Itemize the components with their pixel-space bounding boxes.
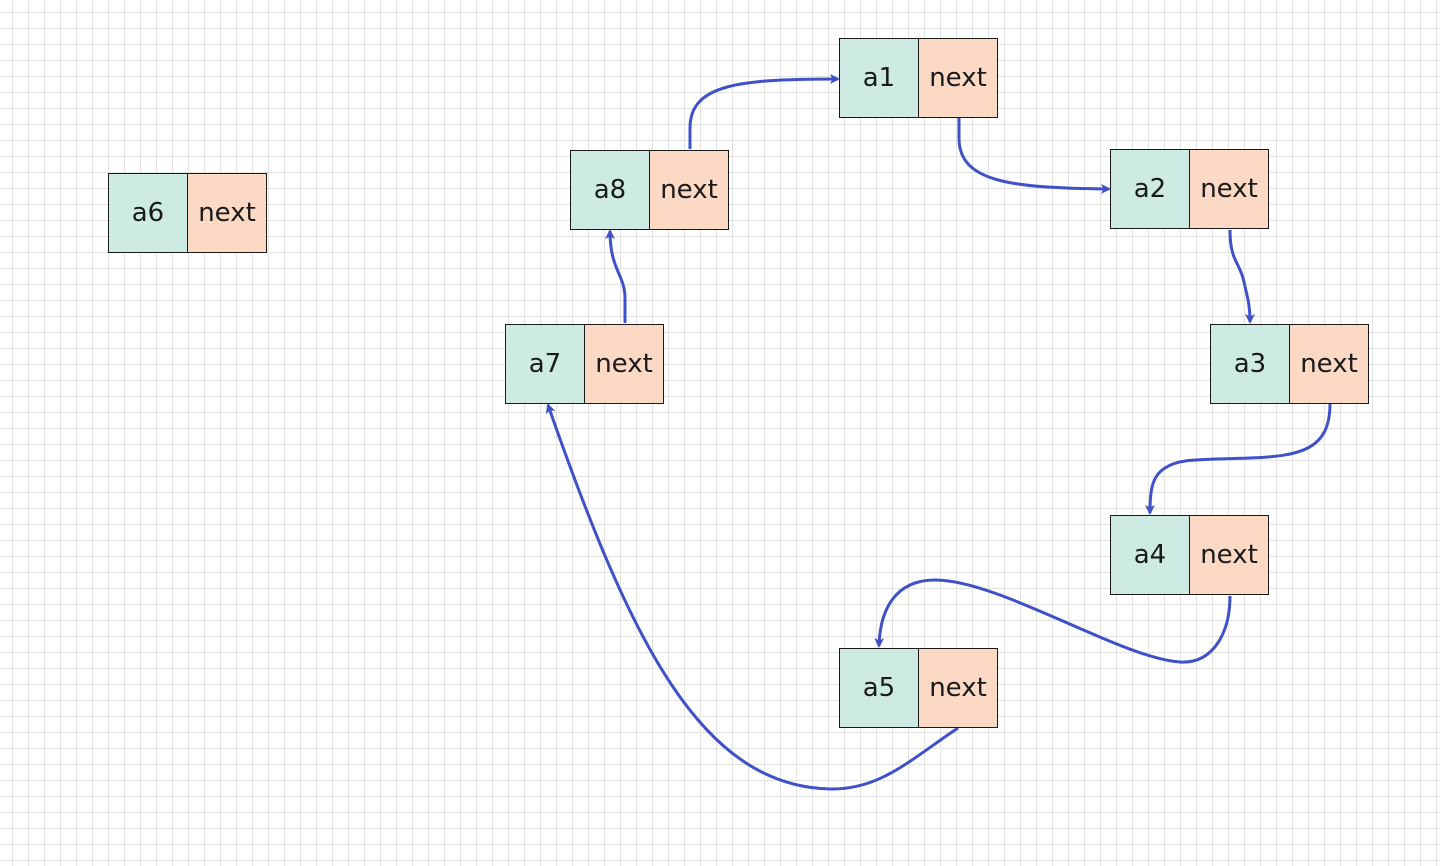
node-data-cell: a2 xyxy=(1110,149,1190,229)
edge-a7-a8 xyxy=(605,229,627,323)
node-next-cell: next xyxy=(918,38,998,118)
node-next-cell: next xyxy=(649,150,729,230)
node-next-cell: next xyxy=(187,173,267,253)
edge-a1-a2 xyxy=(957,118,1111,194)
node-next-cell: next xyxy=(1189,149,1269,229)
node-next-cell: next xyxy=(1289,324,1369,404)
node-a8[interactable]: a8 next xyxy=(570,150,730,230)
node-data-cell: a1 xyxy=(839,38,919,118)
edge-a8-a1 xyxy=(688,74,840,149)
node-data-cell: a5 xyxy=(839,648,919,728)
edge-a4-a5 xyxy=(874,578,1232,664)
node-a6[interactable]: a6 next xyxy=(108,173,268,253)
edge-a3-a4 xyxy=(1145,403,1332,515)
node-a2[interactable]: a2 next xyxy=(1110,149,1270,229)
node-next-cell: next xyxy=(584,324,664,404)
node-data-cell: a7 xyxy=(505,324,585,404)
node-data-cell: a3 xyxy=(1210,324,1290,404)
edge-a2-a3 xyxy=(1228,229,1255,324)
node-a3[interactable]: a3 next xyxy=(1210,324,1370,404)
node-data-cell: a6 xyxy=(108,173,188,253)
node-data-cell: a4 xyxy=(1110,515,1190,595)
node-a5[interactable]: a5 next xyxy=(839,648,999,728)
node-next-cell: next xyxy=(1189,515,1269,595)
node-a1[interactable]: a1 next xyxy=(839,38,999,118)
node-next-cell: next xyxy=(918,648,998,728)
node-a4[interactable]: a4 next xyxy=(1110,515,1270,595)
node-data-cell: a8 xyxy=(570,150,650,230)
edge-a5-a7 xyxy=(545,403,959,791)
node-a7[interactable]: a7 next xyxy=(505,324,665,404)
